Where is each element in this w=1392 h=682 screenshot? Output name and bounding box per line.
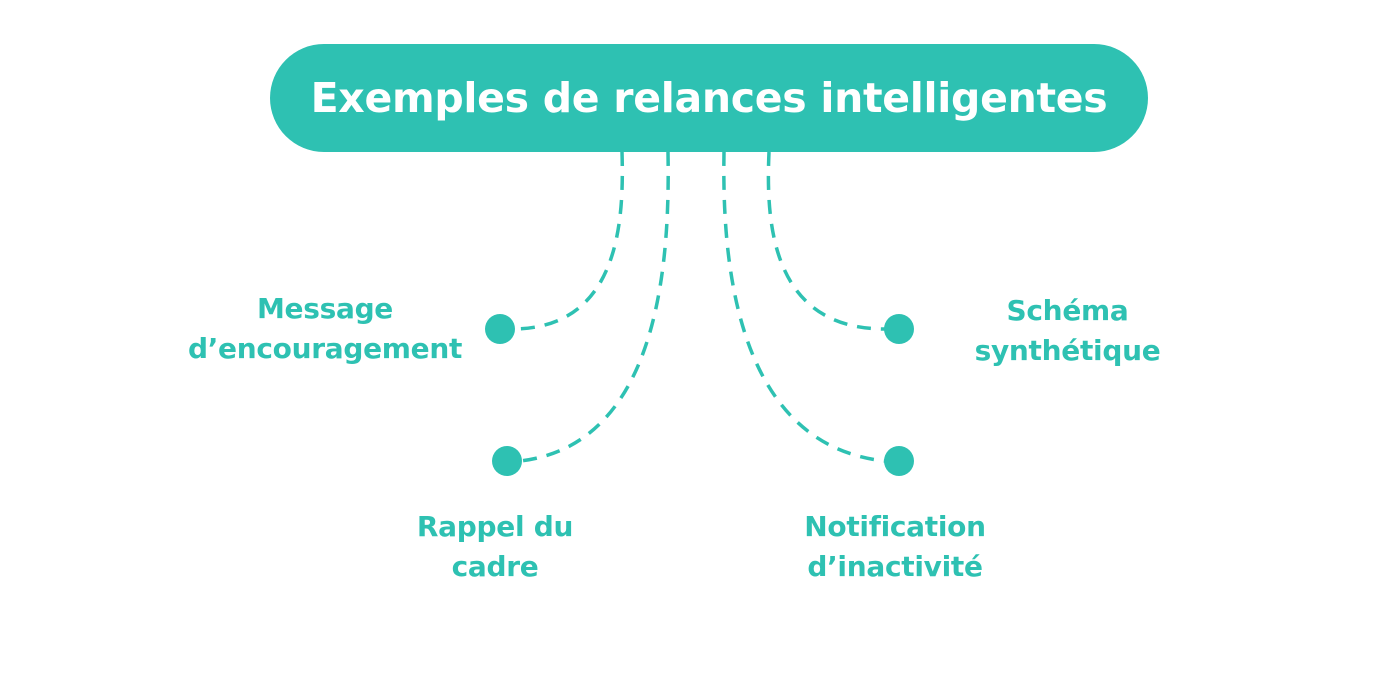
connector-rappel	[519, 151, 670, 463]
diagram-title: Exemples de relances intelligentes	[310, 74, 1108, 122]
label-line: d’encouragement	[187, 332, 463, 365]
label-line: Rappel du	[416, 510, 574, 543]
connector-schema	[766, 151, 886, 331]
label-line: cadre	[451, 550, 539, 583]
label-schema-synthetique: Schéma synthétique	[955, 291, 1180, 371]
title-pill: Exemples de relances intelligentes	[270, 44, 1148, 152]
connector-notification	[722, 151, 886, 463]
label-line: synthétique	[974, 334, 1161, 367]
node-dot-schema	[884, 314, 914, 344]
label-rappel-cadre: Rappel du cadre	[390, 507, 600, 587]
label-notification-inactivite: Notification d’inactivité	[775, 507, 1015, 587]
connector-encouragement	[511, 151, 625, 331]
label-line: d’inactivité	[807, 550, 983, 583]
label-line: Notification	[804, 510, 986, 543]
label-line: Message	[256, 292, 393, 325]
node-dot-notification	[884, 446, 914, 476]
node-dot-rappel	[492, 446, 522, 476]
node-dot-encouragement	[485, 314, 515, 344]
label-line: Schéma	[1006, 294, 1129, 327]
label-message-encouragement: Message d’encouragement	[160, 289, 490, 369]
